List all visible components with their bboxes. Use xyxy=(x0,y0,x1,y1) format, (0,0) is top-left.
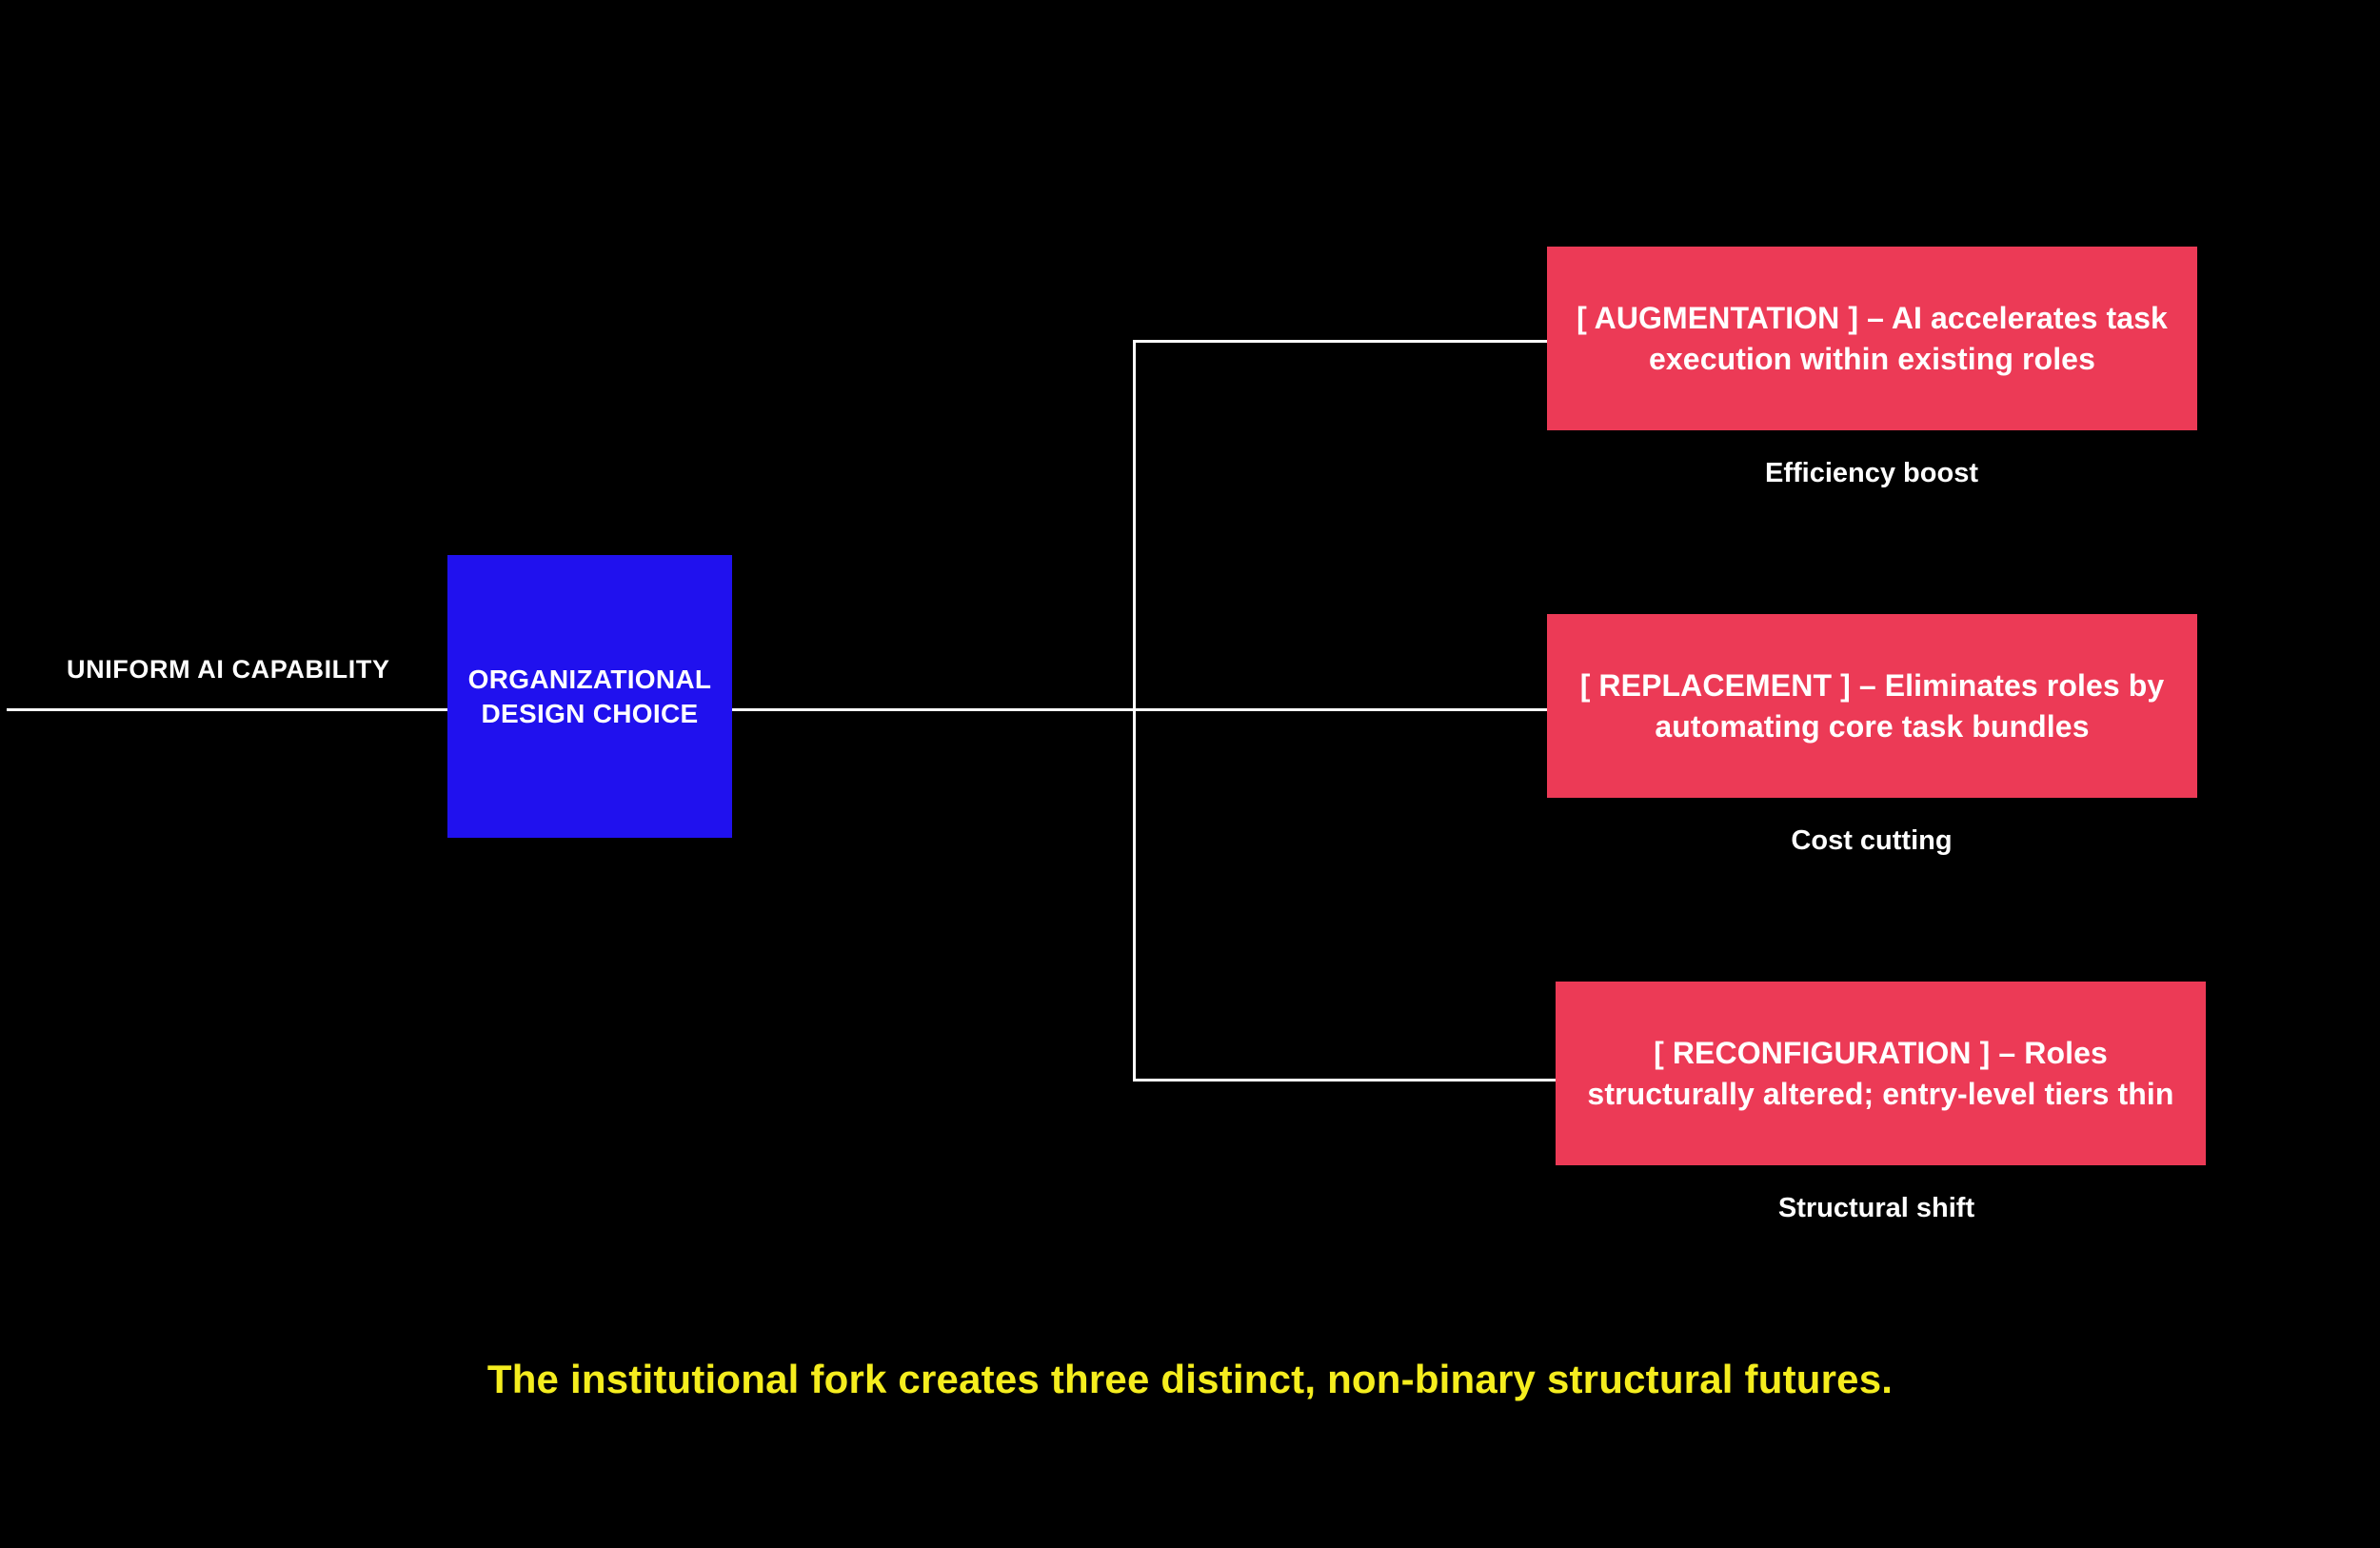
source-label: UNIFORM AI CAPABILITY xyxy=(67,655,390,684)
outcome-caption-augmentation: Efficiency boost xyxy=(1765,458,1978,488)
outcome-box-reconfiguration[interactable]: [ RECONFIGURATION ] – Roles structurally… xyxy=(1556,982,2206,1165)
outcome-box-replacement[interactable]: [ REPLACEMENT ] – Eliminates roles by au… xyxy=(1547,614,2197,798)
outcome-caption-replacement: Cost cutting xyxy=(1791,825,1953,856)
takeaway-text: The institutional fork creates three dis… xyxy=(486,1357,1894,1401)
outcome-label-augmentation: [ AUGMENTATION ] – AI accelerates task e… xyxy=(1577,301,2168,376)
connector-branch-reconfiguration xyxy=(1133,1079,1557,1082)
connector-vertical-spine xyxy=(1133,341,1136,1082)
outcome-label-reconfiguration: [ RECONFIGURATION ] – Roles structurally… xyxy=(1587,1036,2174,1111)
connector-source-to-decision xyxy=(7,708,447,711)
connector-decision-to-spine xyxy=(732,708,1136,711)
outcome-caption-reconfiguration: Structural shift xyxy=(1777,1193,1975,1223)
decision-node-label: ORGANIZATIONAL DESIGN CHOICE xyxy=(467,664,712,728)
outcome-box-augmentation[interactable]: [ AUGMENTATION ] – AI accelerates task e… xyxy=(1547,247,2197,430)
connector-branch-replacement xyxy=(1133,708,1549,711)
connector-branch-augmentation xyxy=(1133,340,1549,343)
decision-node[interactable]: ORGANIZATIONAL DESIGN CHOICE xyxy=(447,555,732,838)
outcome-label-replacement: [ REPLACEMENT ] – Eliminates roles by au… xyxy=(1579,668,2165,744)
